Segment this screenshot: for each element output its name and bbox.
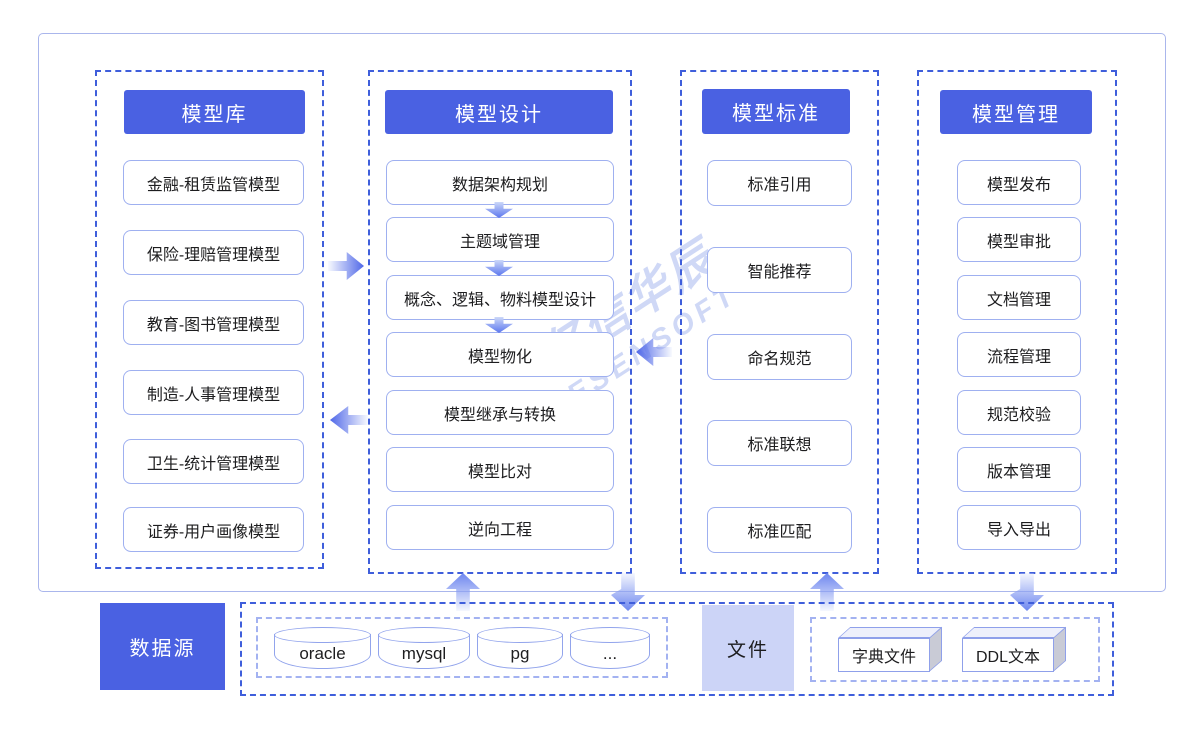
node-naming-convention: 命名规范 (707, 334, 852, 380)
box-top-face (838, 627, 943, 638)
column-model-standard: 模型标准 标准引用 智能推荐 命名规范 标准联想 标准匹配 (680, 70, 879, 574)
flow-down-arrow-icon (485, 260, 513, 276)
database-cylinder-oracle: oracle (274, 626, 371, 669)
node-insurance-model: 保险-理赔管理模型 (123, 230, 304, 275)
ddl-text-3d-box: DDL文本 (962, 626, 1067, 672)
datasource-label: 数据源 (100, 603, 225, 690)
node-data-architecture-planning: 数据架构规划 (386, 160, 614, 205)
column-model-management: 模型管理 模型发布 模型审批 文档管理 流程管理 规范校验 版本管理 导入导出 (917, 70, 1117, 574)
node-model-publish: 模型发布 (957, 160, 1081, 205)
dict-file-label: 字典文件 (838, 638, 930, 672)
node-health-model: 卫生-统计管理模型 (123, 439, 304, 484)
column-header-model-standard: 模型标准 (702, 89, 850, 134)
node-subject-domain-management: 主题域管理 (386, 217, 614, 262)
cylinder-top-icon (477, 626, 563, 643)
node-concept-logic-physical-design: 概念、逻辑、物料模型设计 (386, 275, 614, 320)
node-version-management: 版本管理 (957, 447, 1081, 492)
node-finance-model: 金融-租赁监管模型 (123, 160, 304, 205)
node-model-approval: 模型审批 (957, 217, 1081, 262)
node-standard-association: 标准联想 (707, 420, 852, 466)
database-label: pg (510, 644, 530, 663)
cylinder-top-icon (274, 626, 371, 643)
file-group: 字典文件 DDL文本 (810, 617, 1100, 682)
column-model-library: 模型库 金融-租赁监管模型 保险-理赔管理模型 教育-图书管理模型 制造-人事管… (95, 70, 324, 569)
node-spec-validation: 规范校验 (957, 390, 1081, 435)
node-model-materialization: 模型物化 (386, 332, 614, 377)
database-label: ... (602, 644, 618, 663)
node-model-inherit-convert: 模型继承与转换 (386, 390, 614, 435)
node-process-management: 流程管理 (957, 332, 1081, 377)
dict-file-3d-box: 字典文件 (838, 626, 943, 672)
node-document-management: 文档管理 (957, 275, 1081, 320)
node-reverse-engineering: 逆向工程 (386, 505, 614, 550)
node-securities-model: 证券-用户画像模型 (123, 507, 304, 552)
node-model-compare: 模型比对 (386, 447, 614, 492)
database-cylinder-pg: pg (477, 626, 563, 669)
file-label: 文件 (702, 605, 794, 691)
database-cylinder-others: ... (570, 626, 650, 669)
database-cylinder-mysql: mysql (378, 626, 470, 669)
node-smart-recommend: 智能推荐 (707, 247, 852, 293)
node-education-model: 教育-图书管理模型 (123, 300, 304, 345)
node-manufacturing-model: 制造-人事管理模型 (123, 370, 304, 415)
node-import-export: 导入导出 (957, 505, 1081, 550)
datasource-container: oracle mysql pg ... 文件 字 (240, 602, 1114, 696)
database-label: oracle (299, 644, 346, 663)
column-header-model-design: 模型设计 (385, 90, 613, 134)
node-standard-reference: 标准引用 (707, 160, 852, 206)
box-top-face (962, 627, 1067, 638)
database-group: oracle mysql pg ... (256, 617, 668, 678)
ddl-text-label: DDL文本 (962, 638, 1054, 672)
node-standard-matching: 标准匹配 (707, 507, 852, 553)
cylinder-top-icon (570, 626, 650, 643)
column-header-model-management: 模型管理 (940, 90, 1092, 134)
column-header-model-library: 模型库 (124, 90, 305, 134)
cylinder-top-icon (378, 626, 470, 643)
column-model-design: 模型设计 数据架构规划 主题域管理 概念、逻辑、物料模型设计 模型物化 模型继承… (368, 70, 632, 574)
database-label: mysql (401, 644, 447, 663)
